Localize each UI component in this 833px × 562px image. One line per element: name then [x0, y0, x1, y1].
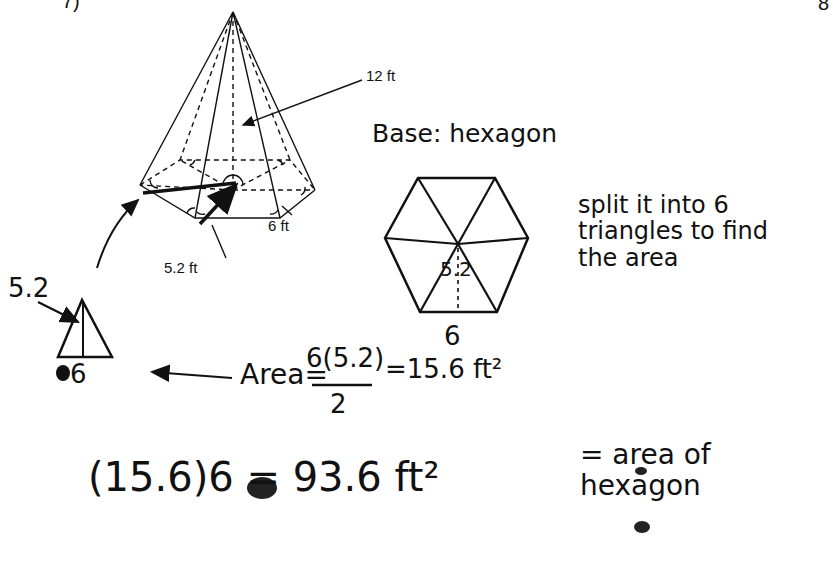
handwritten-note: Base: hexagon	[372, 120, 557, 148]
handwritten-equation: 6(5.2)	[306, 344, 384, 373]
dimension-label: 5.2 ft	[164, 260, 197, 277]
problem-number: 8	[818, 0, 829, 14]
dimension-label: 5.2	[440, 258, 472, 280]
handwritten-equation: (15.6)6 = 93.6 ft²	[88, 455, 440, 499]
handwritten-note: = area of hexagon	[580, 440, 820, 502]
dimension-label: 6 ft	[268, 218, 289, 235]
problem-number: 7)	[62, 0, 80, 12]
dimension-label: 6	[444, 322, 461, 351]
dimension-label: 5.2	[8, 274, 49, 303]
handwritten-equation: =15.6 ft²	[385, 355, 502, 384]
handwritten-note: split it into 6 triangles to find the ar…	[578, 192, 768, 271]
dimension-label: 6	[70, 360, 87, 389]
dimension-label: 12 ft	[366, 68, 395, 85]
handwritten-equation: 2	[330, 390, 347, 419]
